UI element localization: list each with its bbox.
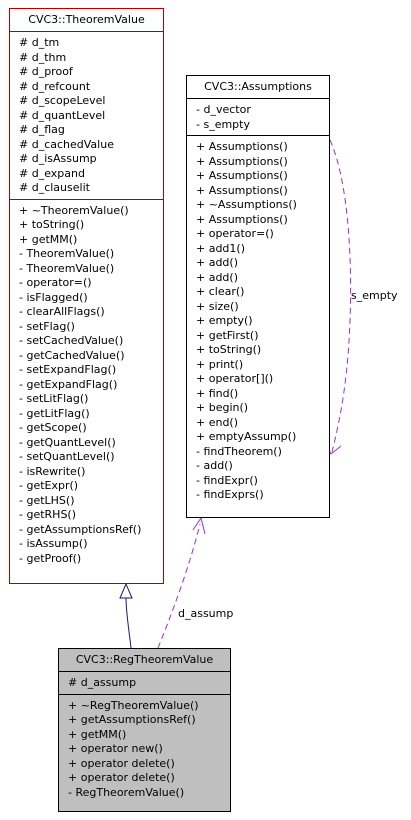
method: + ~TheoremValue() <box>19 203 129 217</box>
method: + getMM() <box>68 727 127 741</box>
method: + Assumptions() <box>196 154 288 168</box>
inheritance-arrowhead <box>119 582 133 599</box>
method: - getLHS() <box>19 493 75 507</box>
method: + clear() <box>196 285 245 298</box>
theorem-value-title: CVC3::TheoremValue <box>28 13 145 26</box>
method: + operator[]() <box>196 372 274 385</box>
d-assump-label: d_assump <box>178 607 234 620</box>
method: - isAssump() <box>19 537 88 550</box>
method: + operator delete() <box>68 756 175 770</box>
attribute: # d_refcount <box>19 79 91 93</box>
method: - getProof() <box>19 551 82 565</box>
method: + add() <box>196 256 239 269</box>
attribute: - d_vector <box>196 103 251 116</box>
method: + add() <box>196 270 239 284</box>
method: - add() <box>196 459 233 472</box>
method: - isFlagged() <box>19 290 88 304</box>
attribute: # d_proof <box>19 65 73 78</box>
reg-theorem-value-attributes: # d_assump <box>59 671 230 694</box>
method: + getAssumptionsRef() <box>68 713 196 726</box>
method: - getExpr() <box>19 479 79 492</box>
attribute: # d_thm <box>19 50 67 64</box>
method: + print() <box>196 357 244 371</box>
method: - setCachedValue() <box>19 334 124 347</box>
method: - getExpandFlag() <box>19 377 118 391</box>
attribute: # d_isAssump <box>19 152 97 165</box>
method: + operator=() <box>196 227 274 240</box>
attribute: # d_assump <box>68 676 137 689</box>
assumptions-title: CVC3::Assumptions <box>204 80 312 93</box>
method: - getQuantLevel() <box>19 435 116 449</box>
reg-theorem-value-title: CVC3::RegTheoremValue <box>75 653 214 666</box>
method: - getAssumptionsRef() <box>19 522 142 536</box>
method: - findExpr() <box>196 473 258 487</box>
method: - setLitFlag() <box>19 392 89 405</box>
method: + operator delete() <box>68 771 175 784</box>
method: + Assumptions() <box>196 183 288 197</box>
theorem-value-class[interactable]: CVC3::TheoremValue # d_tm # d_thm # d_pr… <box>9 8 164 584</box>
method: - clearAllFlags() <box>19 305 105 318</box>
method: - getRHS() <box>19 508 77 521</box>
assumptions-methods: + Assumptions() + Assumptions() + Assump… <box>187 135 329 506</box>
s-empty-label: s_empty <box>351 289 398 302</box>
attribute: # d_clauselit <box>19 181 90 194</box>
attribute: # d_quantLevel <box>19 108 106 122</box>
reg-theorem-value-class[interactable]: CVC3::RegTheoremValue # d_assump + ~RegT… <box>58 648 231 812</box>
method: - setQuantLevel() <box>19 450 115 463</box>
method: - getScope() <box>19 421 87 434</box>
method: - getCachedValue() <box>19 348 125 362</box>
attribute: # d_expand <box>19 166 85 180</box>
d-assump-edge <box>157 523 201 649</box>
inheritance-edge <box>125 597 132 649</box>
attribute: # d_tm <box>19 36 60 49</box>
method: - isRewrite() <box>19 464 86 478</box>
method: - TheoremValue() <box>19 247 115 260</box>
method: + toString() <box>19 218 85 231</box>
method: + find() <box>196 386 239 400</box>
attribute: # d_scopeLevel <box>19 94 106 107</box>
method: - setExpandFlag() <box>19 363 117 376</box>
method: - setFlag() <box>19 319 75 333</box>
method: + Assumptions() <box>196 212 288 226</box>
d-assump-arrowhead <box>192 516 206 535</box>
method: - findTheorem() <box>196 444 282 458</box>
method: + end() <box>196 415 239 429</box>
method: - getLitFlag() <box>19 406 90 420</box>
reg-theorem-value-methods: + ~RegTheoremValue() + getAssumptionsRef… <box>59 693 230 804</box>
theorem-value-methods: + ~TheoremValue() + toString() + getMM()… <box>10 198 163 570</box>
method: + begin() <box>196 401 249 414</box>
method: + Assumptions() <box>196 169 288 182</box>
assumptions-attributes: - d_vector - s_empty <box>187 98 329 135</box>
method: + size() <box>196 299 239 313</box>
method: + ~RegTheoremValue() <box>68 698 199 712</box>
method: - findExprs() <box>196 488 264 501</box>
method: - operator=() <box>19 276 92 289</box>
assumptions-class[interactable]: CVC3::Assumptions - d_vector - s_empty +… <box>186 75 330 518</box>
method: + ~Assumptions() <box>196 198 297 211</box>
method: + add1() <box>196 241 246 255</box>
method: + Assumptions() <box>196 140 288 153</box>
attribute: # d_cachedValue <box>19 137 114 151</box>
method: + emptyAssump() <box>196 430 297 443</box>
attribute: # d_flag <box>19 123 65 136</box>
attribute: - s_empty <box>196 117 250 131</box>
method: + getMM() <box>19 232 78 246</box>
method: + operator new() <box>68 742 163 755</box>
method: + getFirst() <box>196 328 259 342</box>
method: - TheoremValue() <box>19 261 115 275</box>
method: - RegTheoremValue() <box>68 785 185 799</box>
method: + toString() <box>196 343 262 356</box>
theorem-value-attributes: # d_tm # d_thm # d_proof # d_refcount # … <box>10 31 163 199</box>
method: + empty() <box>196 314 253 327</box>
s-empty-edge <box>329 139 352 453</box>
